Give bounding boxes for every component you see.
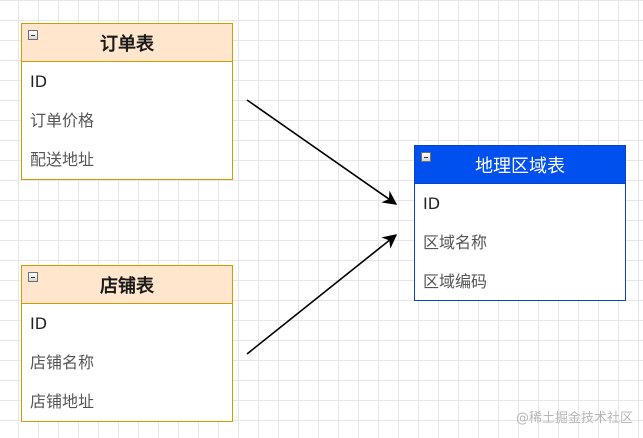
table-shop-field-id[interactable]: ID <box>30 314 48 333</box>
table-shop-header[interactable]: 店铺表 <box>22 266 232 304</box>
table-region-title: 地理区域表 <box>475 155 565 177</box>
table-region-field-code[interactable]: 区域编码 <box>423 272 488 291</box>
table-region-field-name[interactable]: 区域名称 <box>423 233 488 252</box>
arrow-shop-to-region[interactable] <box>246 234 398 355</box>
table-shop[interactable]: 店铺表 ID 店铺名称 店铺地址 <box>21 265 233 422</box>
table-order[interactable]: 订单表 ID 订单价格 配送地址 <box>21 23 233 180</box>
table-shop-title: 店铺表 <box>100 275 154 297</box>
table-order-field-id[interactable]: ID <box>30 72 48 91</box>
table-shop-field-address[interactable]: 店铺地址 <box>30 392 95 411</box>
collapse-icon[interactable] <box>28 272 38 282</box>
table-order-field-price[interactable]: 订单价格 <box>30 111 95 130</box>
table-shop-field-name[interactable]: 店铺名称 <box>30 353 95 372</box>
table-region[interactable]: 地理区域表 ID 区域名称 区域编码 <box>414 145 626 301</box>
arrow-order-to-region[interactable] <box>246 99 398 205</box>
table-order-title: 订单表 <box>100 33 154 55</box>
table-region-field-id[interactable]: ID <box>423 194 441 213</box>
collapse-icon[interactable] <box>421 152 431 162</box>
collapse-icon[interactable] <box>28 30 38 40</box>
watermark: @稀土掘金技术社区 <box>515 411 633 426</box>
table-order-header[interactable]: 订单表 <box>22 24 232 62</box>
table-region-header[interactable]: 地理区域表 <box>415 146 625 184</box>
table-order-field-address[interactable]: 配送地址 <box>30 150 95 169</box>
